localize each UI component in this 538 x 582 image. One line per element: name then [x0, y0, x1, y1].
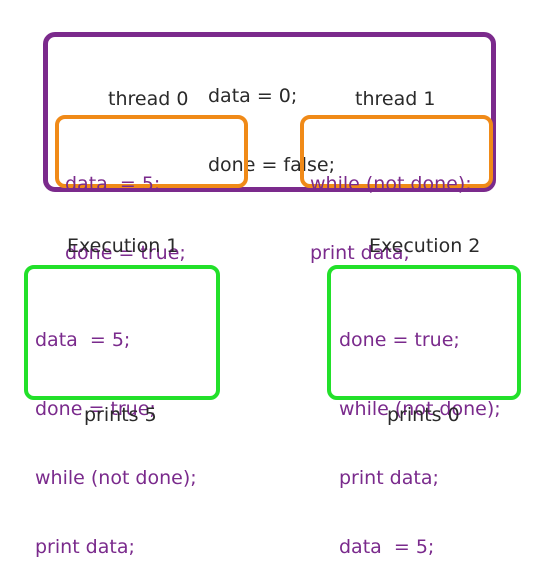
code-line: print data;: [310, 242, 410, 264]
execution1-result: prints 5: [84, 404, 157, 426]
execution2-code: done = true; while (not done); print dat…: [339, 283, 501, 582]
shared-line: done = false;: [208, 154, 336, 176]
code-line: done = true;: [339, 329, 460, 351]
shared-init: data = 0; done = false;: [208, 39, 335, 200]
thread1-title: thread 1: [355, 88, 436, 110]
shared-line: data = 0;: [208, 85, 298, 107]
execution1-code: data = 5; done = true; while (not done);…: [35, 283, 197, 582]
code-line: print data;: [339, 467, 439, 489]
code-line: while (not done);: [310, 173, 472, 195]
code-line: done = true;: [35, 398, 156, 420]
thread1-code: while (not done); print data;: [310, 127, 472, 288]
thread0-title: thread 0: [108, 88, 189, 110]
execution2-result: prints 0: [387, 404, 460, 426]
thread0-code: data = 5; done = true;: [65, 127, 186, 288]
code-line: data = 5;: [35, 329, 131, 351]
execution2-box: [327, 265, 521, 400]
execution1-title: Execution 1: [67, 235, 179, 257]
thread0-box: [55, 115, 248, 188]
execution2-title: Execution 2: [369, 235, 481, 257]
code-line: done = true;: [65, 242, 186, 264]
program-box: [43, 32, 496, 192]
code-line: print data;: [35, 536, 135, 558]
thread1-box: [300, 115, 493, 188]
code-line: data = 5;: [65, 173, 161, 195]
execution1-box: [24, 265, 220, 400]
code-line: while (not done);: [339, 398, 501, 420]
code-line: while (not done);: [35, 467, 197, 489]
code-line: data = 5;: [339, 536, 435, 558]
